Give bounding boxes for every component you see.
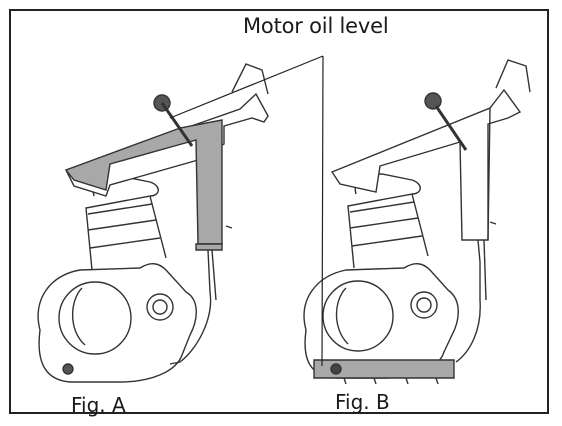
fig-a-oil-tank bbox=[64, 63, 269, 365]
leader-line-fig-a bbox=[169, 55, 324, 119]
callout-leader-lines bbox=[169, 55, 324, 367]
fig-b-illustration bbox=[303, 59, 531, 385]
figure-frame bbox=[9, 9, 549, 414]
callout-label: Motor oil level bbox=[243, 14, 389, 38]
fig-b-oil-tank bbox=[330, 59, 531, 363]
fig-a-illustration bbox=[37, 63, 269, 383]
fig-b-engine bbox=[303, 173, 459, 379]
fig-a-engine bbox=[37, 175, 197, 383]
leader-line-fig-b bbox=[321, 55, 324, 367]
fig-b-caption: Fig. B bbox=[335, 390, 390, 414]
fig-b-oil-sump bbox=[313, 359, 455, 385]
fig-a-caption: Fig. A bbox=[71, 393, 126, 417]
